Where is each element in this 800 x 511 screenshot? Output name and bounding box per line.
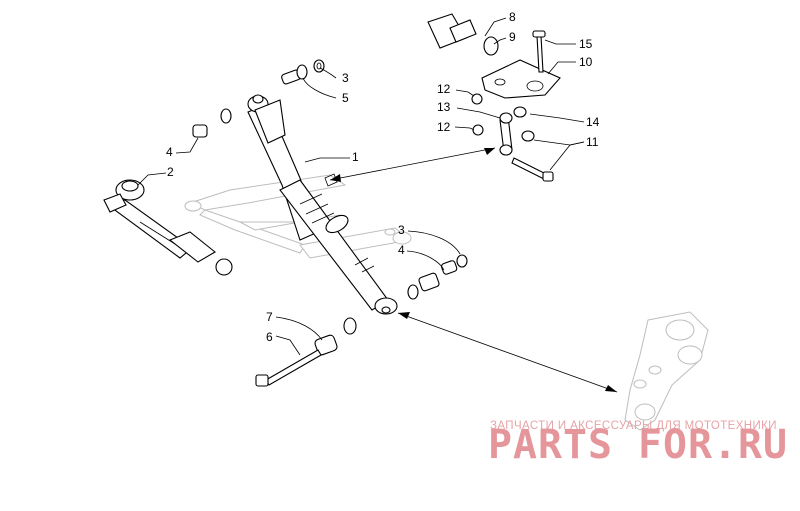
callout-10: 10: [579, 55, 593, 69]
spindle-bracket: [624, 311, 709, 431]
watermark: ЗАПЧАСТИ И АКСЕССУАРЫ ДЛЯ МОТОТЕХНИКИ PA…: [488, 420, 788, 468]
leader-lines: [137, 17, 585, 356]
a-arm-outline: [184, 174, 412, 259]
steering-damper: [103, 179, 233, 276]
callout-8: 8: [509, 10, 516, 24]
callout-3-lower: 3: [398, 223, 405, 237]
callout-labels: 1 2 3 4 5 6 7 8 9 10 11 12 13 14 15 3 4 …: [166, 10, 600, 344]
callout-14: 14: [586, 115, 600, 129]
callout-3-upper: 3: [342, 71, 349, 85]
callout-12-lower: 12: [437, 120, 451, 134]
watermark-tagline: ЗАПЧАСТИ И АКСЕССУАРЫ ДЛЯ МОТОТЕХНИКИ: [490, 420, 777, 432]
callout-4-lower: 4: [398, 243, 405, 257]
callout-6: 6: [266, 330, 273, 344]
callout-15: 15: [579, 37, 593, 51]
callout-13: 13: [437, 100, 451, 114]
callout-11: 11: [586, 135, 599, 149]
steering-linkage: [427, 13, 561, 182]
callout-4-upper: 4: [166, 145, 173, 159]
callout-7: 7: [266, 310, 273, 324]
watermark-brand: PARTS FOR.RU: [488, 422, 788, 468]
lower-hardware: [255, 254, 468, 387]
callout-12-upper: 12: [437, 82, 451, 96]
connection-arrows: [329, 147, 618, 393]
callout-9: 9: [509, 30, 516, 44]
shock-absorber: [247, 94, 398, 315]
callout-1: 1: [352, 150, 359, 164]
callout-2: 2: [167, 165, 174, 179]
callout-5: 5: [342, 91, 349, 105]
